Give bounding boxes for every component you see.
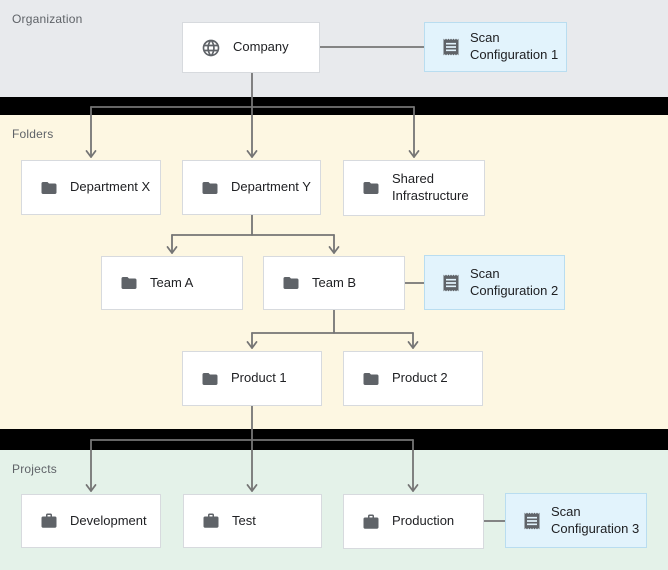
folder-icon xyxy=(362,179,380,197)
folder-icon xyxy=(40,179,58,197)
node-label: Scan Configuration 1 xyxy=(470,30,559,62)
receipt-icon xyxy=(441,37,461,57)
node-department-y: Department Y xyxy=(182,160,321,215)
node-product-2: Product 2 xyxy=(343,351,483,406)
folder-icon xyxy=(120,274,138,292)
briefcase-icon xyxy=(362,513,380,531)
node-shared-infrastructure: Shared Infrastructure xyxy=(343,160,485,216)
node-scan-configuration-1: Scan Configuration 1 xyxy=(424,22,567,72)
receipt-icon xyxy=(522,511,542,531)
node-scan-configuration-2: Scan Configuration 2 xyxy=(424,255,565,310)
node-label: Production xyxy=(392,513,455,529)
node-scan-configuration-3: Scan Configuration 3 xyxy=(505,493,647,548)
node-department-x: Department X xyxy=(21,160,161,215)
section-projects-label: Projects xyxy=(12,462,57,476)
node-team-b: Team B xyxy=(263,256,405,310)
briefcase-icon xyxy=(202,512,220,530)
node-label: Department Y xyxy=(231,179,311,195)
node-label: Team A xyxy=(150,274,194,290)
folder-icon xyxy=(201,179,219,197)
section-folders-label: Folders xyxy=(12,127,54,141)
node-production: Production xyxy=(343,494,484,549)
node-label: Scan Configuration 3 xyxy=(551,503,640,536)
section-organization-label: Organization xyxy=(12,12,83,26)
node-label: Company xyxy=(233,39,289,55)
node-product-1: Product 1 xyxy=(182,351,322,406)
node-label: Shared Infrastructure xyxy=(392,171,469,203)
briefcase-icon xyxy=(40,512,58,530)
node-label: Product 2 xyxy=(392,370,448,386)
section-divider xyxy=(0,97,668,115)
node-development: Development xyxy=(21,494,161,548)
node-company: Company xyxy=(182,22,320,73)
node-test: Test xyxy=(183,494,322,548)
node-label: Department X xyxy=(70,179,151,195)
receipt-icon xyxy=(441,273,461,293)
node-team-a: Team A xyxy=(101,256,243,310)
folder-icon xyxy=(282,274,300,292)
folder-icon xyxy=(201,370,219,388)
folder-icon xyxy=(362,370,380,388)
node-label: Development xyxy=(70,512,147,528)
node-label: Test xyxy=(232,512,256,528)
node-label: Product 1 xyxy=(231,370,287,386)
node-label: Team B xyxy=(312,274,357,290)
globe-icon xyxy=(201,38,221,58)
node-label: Scan Configuration 2 xyxy=(470,265,559,298)
